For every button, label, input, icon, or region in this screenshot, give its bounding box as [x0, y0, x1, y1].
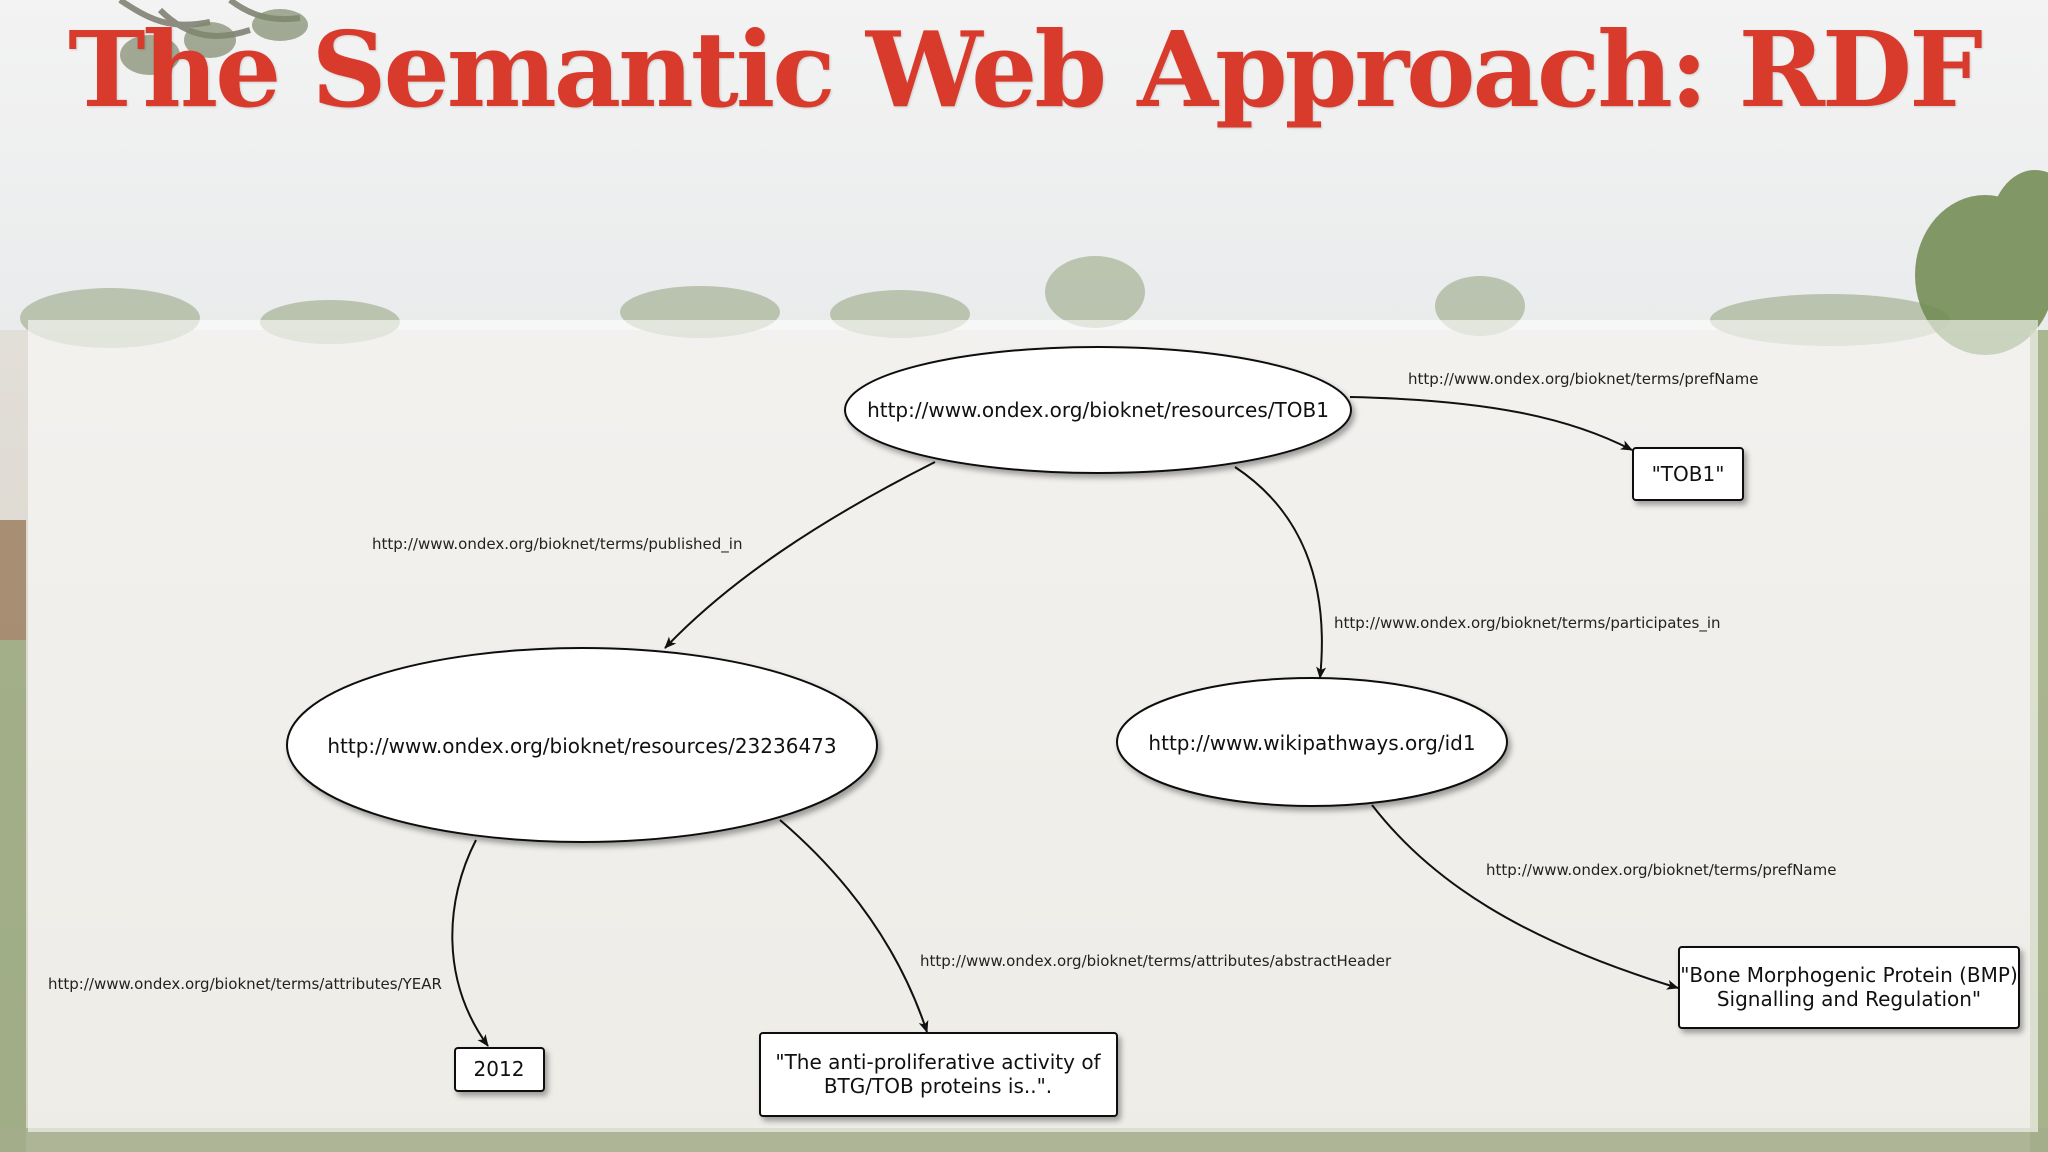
- node-wikipathways-label: http://www.wikipathways.org/id1: [1148, 731, 1475, 755]
- edge-label-abstract-header: http://www.ondex.org/bioknet/terms/attri…: [920, 952, 1392, 970]
- edge-label-participates-in: http://www.ondex.org/bioknet/terms/parti…: [1334, 614, 1721, 633]
- node-wikipathways: http://www.wikipathways.org/id1: [1116, 677, 1508, 807]
- literal-abstract-line2: BTG/TOB proteins is..".: [824, 1074, 1052, 1098]
- edge-label-prefname-top: http://www.ondex.org/bioknet/terms/prefN…: [1408, 370, 1758, 388]
- node-publication: http://www.ondex.org/bioknet/resources/2…: [286, 647, 878, 843]
- slide-title: The Semantic Web Approach: RDF: [68, 8, 1983, 131]
- edge-label-prefname-wiki: http://www.ondex.org/bioknet/terms/prefN…: [1486, 861, 1836, 879]
- edge-year: [451, 839, 489, 1047]
- edge-published-in: [664, 461, 936, 649]
- edge-label-published-in: http://www.ondex.org/bioknet/terms/publi…: [372, 535, 742, 554]
- edge-participates-in: [1234, 466, 1327, 679]
- literal-tob1-label: "TOB1": [1652, 462, 1725, 486]
- node-publication-label: http://www.ondex.org/bioknet/resources/2…: [327, 734, 836, 758]
- literal-year: 2012: [454, 1047, 545, 1092]
- literal-abstract-line1: "The anti-proliferative activity of: [775, 1050, 1101, 1074]
- literal-bmp-line2: Signalling and Regulation": [1717, 987, 1981, 1011]
- edge-label-year: http://www.ondex.org/bioknet/terms/attri…: [48, 975, 442, 993]
- edge-prefname-top: [1349, 396, 1633, 451]
- literal-tob1: "TOB1": [1632, 447, 1744, 501]
- literal-abstract: "The anti-proliferative activity of BTG/…: [759, 1032, 1118, 1117]
- edge-prefname-wiki: [1371, 804, 1679, 990]
- node-tob1-label: http://www.ondex.org/bioknet/resources/T…: [867, 398, 1329, 422]
- node-tob1: http://www.ondex.org/bioknet/resources/T…: [844, 346, 1352, 474]
- literal-bmp-line1: "Bone Morphogenic Protein (BMP): [1680, 963, 2018, 987]
- literal-year-label: 2012: [474, 1057, 525, 1081]
- edge-abstract-header: [779, 819, 929, 1033]
- literal-bmp: "Bone Morphogenic Protein (BMP) Signalli…: [1678, 946, 2020, 1029]
